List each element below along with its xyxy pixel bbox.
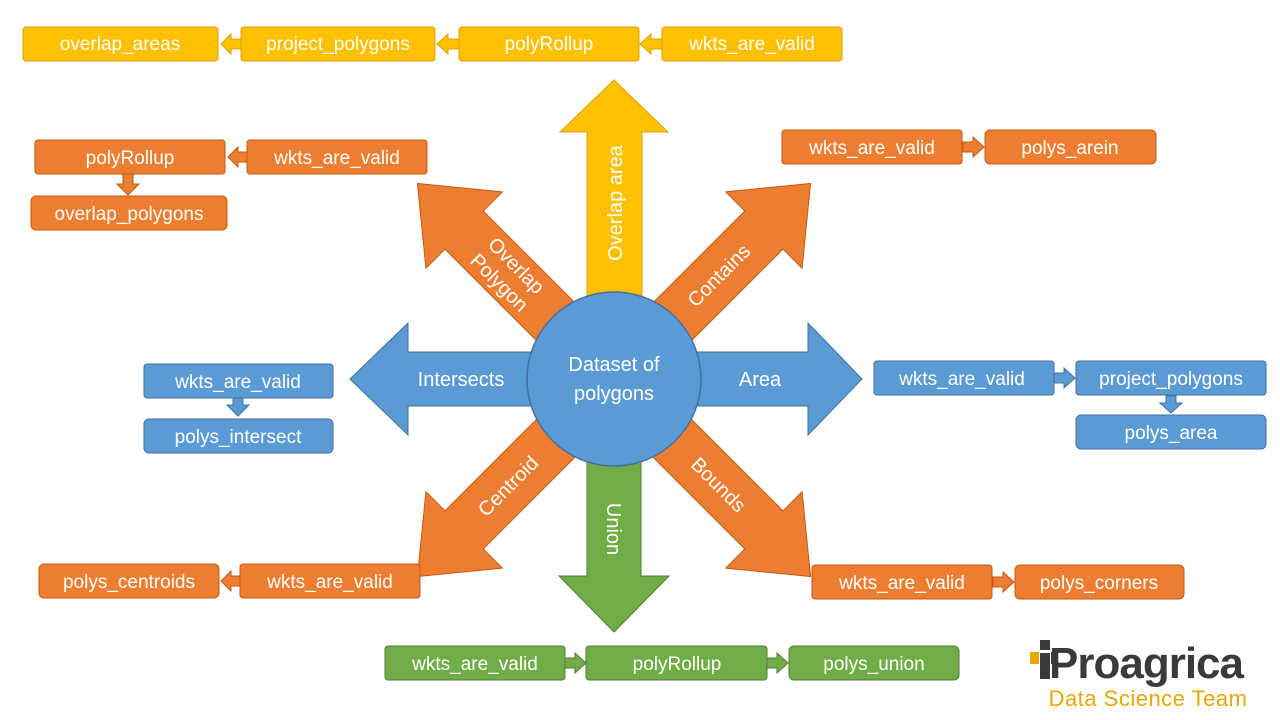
fn-box-label: polys_centroids	[63, 572, 195, 593]
fn-box-label: wkts_are_valid	[174, 372, 301, 393]
fn-box-overlap-polygons: overlap_polygons	[30, 195, 228, 231]
area-arrow	[694, 321, 863, 437]
fn-box-label: polyRollup	[633, 654, 722, 675]
proagrica-logo: Proagrica Data Science Team	[1030, 639, 1247, 711]
connector-arrow	[1053, 366, 1076, 390]
contains-arrow	[647, 182, 812, 347]
fn-box-wkts-are-valid: wkts_are_valid	[873, 360, 1055, 396]
fn-box-label: polyRollup	[86, 148, 175, 169]
fn-box-polys-corners: polys_corners	[1014, 564, 1185, 600]
fn-box-polys-intersect: polys_intersect	[143, 418, 334, 454]
connector-arrow	[766, 651, 789, 675]
connector-arrow	[962, 135, 985, 159]
intersects-arrow	[349, 321, 536, 437]
fn-box-wkts-are-valid: wkts_are_valid	[781, 129, 963, 165]
center-label-line1: Dataset of	[568, 354, 660, 376]
fn-box-label: wkts_are_valid	[266, 572, 393, 593]
connector-arrow	[227, 145, 248, 169]
fn-box-label: polyRollup	[505, 34, 594, 55]
bounds-arrow	[647, 413, 812, 578]
fn-box-overlap-areas: overlap_areas	[22, 26, 219, 62]
connector-arrow	[564, 651, 587, 675]
overlap-polygon-arrow-group: Overlap Polygon	[416, 182, 581, 347]
connector-arrow	[992, 570, 1015, 594]
connector-arrow	[220, 569, 241, 593]
fn-box-polys-area: polys_area	[1075, 414, 1267, 450]
center-label-line2: polygons	[574, 383, 654, 405]
fn-box-label: polys_area	[1125, 423, 1218, 444]
center-circle	[526, 291, 702, 467]
fn-box-polyrollup: polyRollup	[585, 645, 768, 681]
proagrica-subtitle: Data Science Team	[1049, 686, 1248, 711]
fn-box-label: polys_intersect	[175, 427, 302, 448]
fn-box-polys-centroids: polys_centroids	[38, 563, 220, 599]
fn-box-label: polys_union	[823, 654, 924, 675]
fn-box-wkts-are-valid: wkts_are_valid	[239, 563, 421, 599]
fn-box-wkts-are-valid: wkts_are_valid	[661, 26, 843, 62]
overlap-area-arrow-label: Overlap area	[605, 144, 627, 260]
centroid-arrow	[416, 413, 581, 578]
fn-box-label: wkts_are_valid	[411, 654, 538, 675]
fn-box-project-polygons: project_polygons	[240, 26, 436, 62]
connector-arrow	[220, 32, 242, 56]
fn-box-label: wkts_are_valid	[898, 369, 1025, 390]
fn-box-label: polys_corners	[1040, 573, 1158, 594]
fn-box-label: overlap_areas	[60, 34, 180, 55]
connector-arrow	[225, 397, 251, 417]
fn-box-label: project_polygons	[1099, 369, 1243, 390]
union-arrow	[557, 459, 671, 633]
union-arrow-label: Union	[602, 503, 624, 555]
fn-box-label: wkts_are_valid	[808, 138, 935, 159]
fn-box-label: polys_arein	[1021, 138, 1118, 159]
fn-box-label: wkts_are_valid	[688, 34, 815, 55]
connector-arrow	[1158, 395, 1184, 414]
intersects-arrow-label: Intersects	[418, 369, 505, 391]
fn-box-project-polygons: project_polygons	[1075, 360, 1267, 396]
fn-box-polyrollup: polyRollup	[458, 26, 640, 62]
connector-arrow	[436, 32, 460, 56]
connector-arrow	[639, 32, 663, 56]
proagrica-brand-text: Proagrica	[1049, 639, 1245, 688]
fn-box-wkts-are-valid: wkts_are_valid	[246, 139, 428, 175]
fn-box-polys-union: polys_union	[788, 645, 960, 681]
fn-box-label: project_polygons	[266, 34, 410, 55]
area-arrow-label: Area	[739, 369, 782, 391]
fn-box-polys-arein: polys_arein	[984, 129, 1157, 165]
proagrica-plus-icon	[1030, 640, 1055, 679]
overlap-area-arrow	[558, 79, 670, 301]
fn-box-polyrollup: polyRollup	[34, 139, 226, 175]
fn-box-label: overlap_polygons	[55, 204, 204, 225]
fn-box-wkts-are-valid: wkts_are_valid	[384, 645, 566, 681]
connector-arrow	[115, 173, 141, 196]
fn-box-wkts-are-valid: wkts_are_valid	[143, 363, 334, 399]
fn-box-wkts-are-valid: wkts_are_valid	[811, 564, 993, 600]
fn-box-label: wkts_are_valid	[838, 573, 965, 594]
overlap-polygon-arrow	[416, 182, 581, 347]
fn-box-label: wkts_are_valid	[273, 148, 400, 169]
